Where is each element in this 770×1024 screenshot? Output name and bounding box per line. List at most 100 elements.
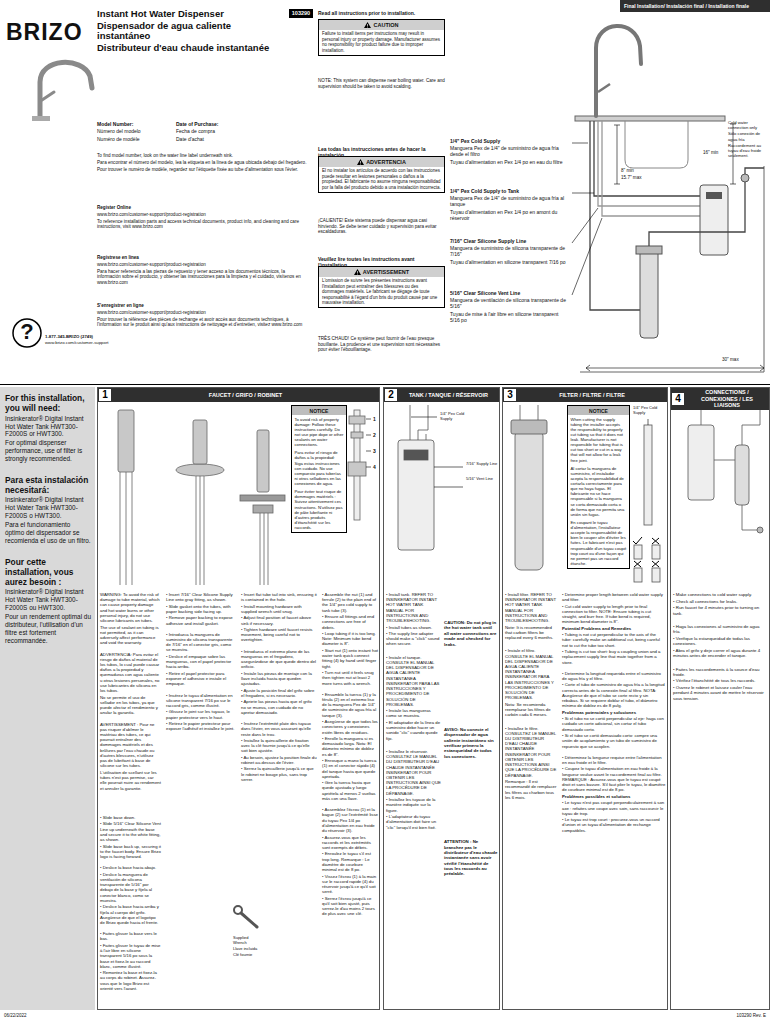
installation-drawing (614, 125, 620, 184)
read-first: Lea todas las instrucciones antes de hac… (318, 146, 445, 158)
step-text: • Determine la longitud requerida entre … (562, 671, 666, 681)
step-text: Note: It is recommended that carbon filt… (505, 625, 558, 641)
requirements: Insinkerator® Digital Instant Hot Water … (5, 588, 91, 611)
requirements: For this installation, you will need:Ins… (5, 393, 91, 646)
date-field: Date d'achat (176, 136, 256, 142)
connection-note: Raccordement au tuyau d'eau froide seule… (728, 143, 768, 158)
connection-note: Cold water connection onlySólo conexión … (728, 120, 768, 159)
connection-note: Cold water connection only (728, 120, 768, 130)
filter-drawing (648, 419, 649, 425)
step-text: • Asegúrese de que todos los conectores … (322, 719, 378, 735)
step-text: • Faites glisser le tuyau de mise à l'ai… (100, 943, 161, 969)
step-text: • Haga las conexiones al suministro de a… (673, 624, 767, 635)
register-text: www.brizo.com/customer-support/product-r… (97, 310, 309, 316)
step-text: • Enroulez le tuyau s'il est trop long. … (322, 851, 378, 872)
step-text: • Install filter. REFER TO INSINKERATOR … (505, 592, 558, 801)
step-text: • Au besoin, ajustez la position finale … (241, 755, 317, 765)
faucet-parts (351, 432, 363, 438)
tube-callout: Manguera Pex de 1/4" de suministro de ag… (450, 145, 568, 157)
caution-text: CAUTION: Do not plug in the hot water ta… (444, 620, 498, 957)
step-text: Problèmes possibles et solutions (562, 794, 666, 799)
connection-drawing (688, 425, 714, 500)
model-note: Pour trouver le numéro de modèle, regard… (97, 167, 309, 173)
model-note: To find model number, look on the water … (97, 153, 309, 159)
filter-drawing (634, 561, 641, 567)
installation-drawing (706, 192, 722, 199)
model-field: Número del modelo (97, 128, 173, 134)
alert-body: L'omission de suivre les présentes instr… (319, 277, 444, 307)
step-text: • Enrolle la manguera si es demasiado la… (322, 736, 378, 757)
step-text: • Installez la quincaillerie de fixation… (241, 738, 317, 754)
dimension: 8" min15.7" max (621, 168, 649, 182)
step-text: • Assemble the nut (1) and ferrule (2) t… (322, 592, 378, 613)
faucet-parts (257, 430, 269, 492)
tube-callout: Manguera Pex de 1/4" de suministro de ag… (450, 195, 568, 207)
document-title: Dispensador de agua caliente instantáneo (97, 21, 285, 42)
warning-text: L'utilisation de scellant sur les tubes … (100, 770, 161, 791)
step-text: • Ensure all fittings and end connection… (322, 614, 378, 630)
part-label: 1/4" Pex Cold Supply (440, 412, 470, 423)
model-field: Model Number:Número del modeloNuméro de … (97, 121, 173, 143)
date-code: 06/22/2022 (4, 1013, 64, 1020)
alert-body: Al cortar la manguera de suministro, el … (568, 464, 629, 518)
wrench-icon (234, 906, 257, 927)
step-text: • Slide 5/16" Clear Silicone Vent Line u… (100, 821, 161, 842)
step-text: • Si el tubo no se cortó perpendicular a… (562, 716, 666, 732)
title-band: Final Installation/ Instalación final / … (620, 0, 770, 12)
step-text: • Slide base down.• Slide 5/16" Clear Si… (100, 815, 161, 992)
doc-revision: 103290 Rev. E (706, 1013, 766, 1020)
step-text: • Retire el papel protector para exponer… (166, 671, 236, 687)
box-header: AVERTISSEMENT (319, 267, 444, 277)
step-text: • Determine proper length between cold w… (562, 592, 666, 602)
step-text: • Deslice el empaque sobre las mangueras… (166, 654, 236, 670)
installation-drawing (640, 250, 658, 338)
register-text: www.brizo.com/customer-support/product-r… (97, 212, 309, 218)
step-text: • Insérez le tuyau d'alimentation en sil… (166, 693, 236, 709)
callout-number: 4 (373, 464, 380, 470)
part-label: Clé fournie (233, 953, 263, 958)
faucet-parts (176, 464, 224, 476)
alert-body: To avoid risk of property damage: Follow… (292, 415, 346, 449)
requirements: Insinkerator® Digital Instant Hot Water … (5, 496, 91, 519)
alert-heading: ADVERTENCIA (366, 159, 406, 165)
installation-drawing (636, 246, 662, 254)
caution-text: AVISO: No conecte el dispensador de agua… (444, 727, 498, 759)
warning-triangle (354, 269, 361, 275)
part-label: 7/16" Supply Line5/16" Vent Line (466, 462, 498, 492)
filter-drawing (633, 537, 642, 544)
step-text: • Determine proper length between cold w… (562, 592, 666, 834)
faucet-parts (240, 495, 285, 501)
step-title: TANK / TANQUE / RÉSERVOIR (398, 391, 499, 400)
step-text: • Deslice la base hacia abajo. (100, 865, 161, 870)
caution-box: AVERTISSEMENTL'omission de suivre les pr… (318, 266, 445, 308)
notice-box: NOTICETo avoid risk of property damage: … (291, 405, 347, 533)
installation-drawing (764, 166, 765, 372)
step-header: 4CONNECTIONS / CONEXIONES / LES LIAISONS (671, 388, 769, 410)
help-icon: ? (12, 319, 42, 347)
connection-note: Sólo conexión de agua fría (728, 131, 768, 141)
step-text: • Tubing is not cut perpendicular to the… (562, 632, 666, 648)
tank-drawing (404, 450, 428, 460)
filter-drawing (644, 425, 652, 525)
step-text: • Remove paper backing to expose adhesiv… (166, 615, 236, 625)
step-text: • Insérez l'extrémité plate des tuyaux d… (241, 721, 317, 737)
document-title: Instant Hot Water Dispenser (97, 9, 285, 20)
hot-water-note: ¡CALIENTE! Este sistema puede dispensar … (318, 218, 445, 235)
alert-body: En coupant le tuyau d'alimentation, l'in… (568, 518, 629, 567)
step-text: • Turn nut until it feels snug then tigh… (322, 670, 378, 686)
step-text: • Le tuyau n'est pas coupé perpendiculai… (562, 800, 666, 816)
hot-water-note: NOTE: This system can dispense near boil… (318, 78, 445, 89)
tube-callout: 7/16" Clear Silicone Supply Line (450, 238, 568, 244)
part-label: 5/16" Vent Line (466, 477, 498, 482)
tank-drawing (411, 417, 463, 487)
step-text: • Introduzca la manguera de suministro d… (166, 632, 236, 653)
tube-callout: Manguera de ventilación de silicona tran… (450, 297, 568, 309)
step-text: • Check all connections for leaks. (673, 599, 767, 604)
warning-text: ADVERTENCIA: Para evitar el riesgo de da… (100, 652, 161, 694)
faucet-parts (260, 513, 268, 585)
read-first: Lea todas las instrucciones antes de hac… (318, 146, 445, 159)
register-text: Pour trouver la référence des pièces de … (97, 317, 309, 328)
box-header: ADVERTENCIA (319, 157, 444, 167)
step-text: • Make connections to cold water supply. (673, 592, 767, 597)
register-text: Register Onlinewww.brizo.com/customer-su… (97, 205, 309, 231)
